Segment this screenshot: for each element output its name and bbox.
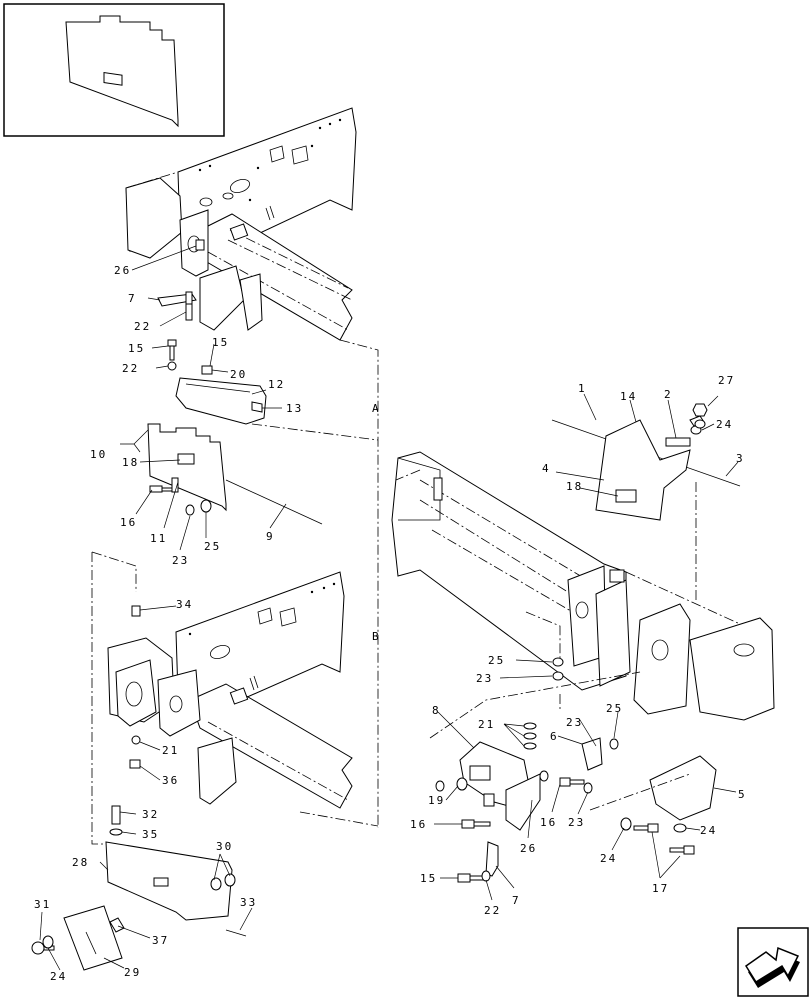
next-page-arrow-icon xyxy=(744,946,800,988)
callout-5: 5 xyxy=(738,788,747,801)
callout-1: 1 xyxy=(578,382,587,395)
callout-10: 10 xyxy=(90,448,107,461)
lower-shield-assembly xyxy=(31,805,247,971)
callout-26-upper: 26 xyxy=(114,264,131,277)
callout-18-upper: 18 xyxy=(122,456,139,469)
callout-22-upper: 22 xyxy=(134,320,151,333)
callout-15-c: 15 xyxy=(420,872,437,885)
callout-31: 31 xyxy=(34,898,51,911)
callout-2: 2 xyxy=(664,388,673,401)
callout-35: 35 xyxy=(142,828,159,841)
callout-14: 14 xyxy=(620,390,637,403)
callout-32: 32 xyxy=(142,808,159,821)
callout-27: 27 xyxy=(718,374,735,387)
callout-21-left: 21 xyxy=(162,744,179,757)
callout-13: 13 xyxy=(286,402,303,415)
callout-22-mid: 22 xyxy=(122,362,139,375)
lower-frame-assembly xyxy=(107,571,353,809)
callout-36: 36 xyxy=(162,774,179,787)
callout-33: 33 xyxy=(240,896,257,909)
callout-18-right: 18 xyxy=(566,480,583,493)
callout-3: 3 xyxy=(736,452,745,465)
right-upper-shield xyxy=(551,415,741,521)
callout-23-lower: 23 xyxy=(568,816,585,829)
callout-34: 34 xyxy=(176,598,193,611)
section-lines: A B xyxy=(91,339,379,845)
callout-6: 6 xyxy=(550,730,559,743)
callout-30: 30 xyxy=(216,840,233,853)
callout-23-upper: 23 xyxy=(172,554,189,567)
callout-25-right: 25 xyxy=(606,702,623,715)
next-page-button[interactable] xyxy=(737,927,809,997)
callout-25-upper: 25 xyxy=(204,540,221,553)
callout-7-lower: 7 xyxy=(512,894,521,907)
callout-28: 28 xyxy=(72,856,89,869)
callout-15-a: 15 xyxy=(128,342,145,355)
section-label-b: B xyxy=(372,630,379,643)
callout-21-right: 21 xyxy=(478,718,495,731)
callout-24-right: 24 xyxy=(700,824,717,837)
callout-16-right-b: 16 xyxy=(540,816,557,829)
callout-37: 37 xyxy=(152,934,169,947)
callout-22-lower: 22 xyxy=(484,904,501,917)
leader-lines xyxy=(39,245,739,971)
main-beam-assembly xyxy=(391,451,775,721)
section-label-a: A xyxy=(372,402,379,415)
callout-8: 8 xyxy=(432,704,441,717)
callout-4: 4 xyxy=(542,462,551,475)
callout-24-bottom-left: 24 xyxy=(50,970,67,983)
callout-7-upper: 7 xyxy=(128,292,137,305)
callout-23-mid: 23 xyxy=(476,672,493,685)
upper-small-parts xyxy=(147,239,323,525)
callout-24-lower-right: 24 xyxy=(600,852,617,865)
callout-29: 29 xyxy=(124,966,141,979)
callout-15-b: 15 xyxy=(212,336,229,349)
upper-frame-assembly xyxy=(125,107,357,341)
thumbnail-inset xyxy=(3,3,225,137)
callout-17: 17 xyxy=(652,882,669,895)
right-lower-brackets xyxy=(429,403,717,883)
callout-9: 9 xyxy=(266,530,275,543)
callout-11: 11 xyxy=(150,532,167,545)
callout-26-right: 26 xyxy=(520,842,537,855)
callout-20: 20 xyxy=(230,368,247,381)
callout-24-upper-right: 24 xyxy=(716,418,733,431)
callout-25-mid: 25 xyxy=(488,654,505,667)
callout-16-upper: 16 xyxy=(120,516,137,529)
callout-23-right: 23 xyxy=(566,716,583,729)
callout-numbers: 26 7 22 15 15 22 20 12 13 10 18 16 11 23… xyxy=(34,264,747,983)
callout-19: 19 xyxy=(428,794,445,807)
callout-16-right-a: 16 xyxy=(410,818,427,831)
callout-12: 12 xyxy=(268,378,285,391)
